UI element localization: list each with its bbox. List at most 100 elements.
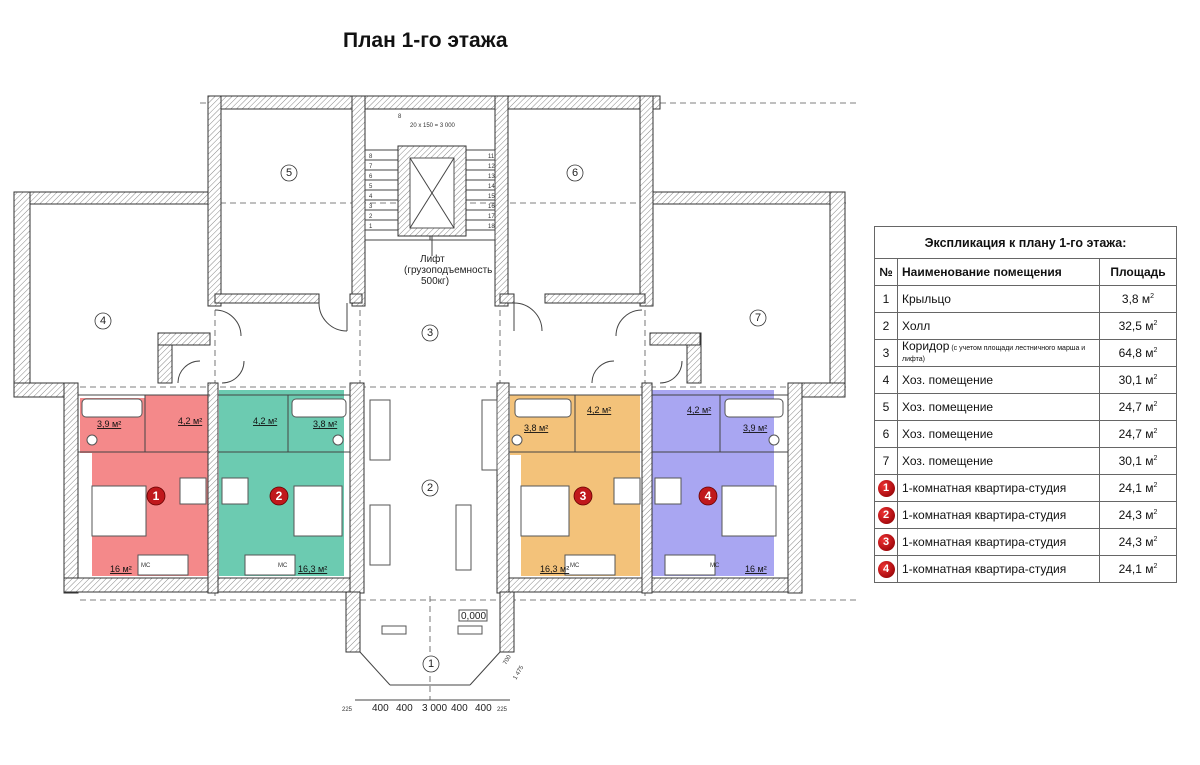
legend-row-area: 30,1 м2: [1099, 447, 1177, 475]
legend-row-number: 1: [874, 285, 898, 313]
lift-label-3: 500кг): [421, 276, 449, 287]
area-f4-wc: 3,9 м²: [743, 423, 767, 433]
stair-step-number: 13: [488, 174, 495, 180]
legend-row-area: 32,5 м2: [1099, 312, 1177, 340]
explication-table: Экспликация к плану 1-го этажа: № Наимен…: [874, 226, 1177, 583]
legend-header-no: №: [874, 258, 898, 286]
legend-row-note: (с учетом площади лестничного марша и ли…: [902, 345, 1086, 363]
flat-markers: 1 2 3 4: [146, 486, 718, 506]
legend-row-number: 2: [874, 312, 898, 340]
legend-row-name: Холл: [897, 312, 1100, 340]
room-marker-4: 4: [94, 312, 112, 330]
dim-edge-right: 225: [497, 707, 508, 713]
legend-row-number: 7: [874, 447, 898, 475]
stove-label-4: МС: [710, 563, 720, 569]
area-f1-wc: 3,9 м²: [97, 419, 121, 429]
legend-row-area: 24,7 м2: [1099, 420, 1177, 448]
legend-row-area: 24,3 м2: [1099, 501, 1177, 529]
area-labels: 3,9 м² 4,2 м² 16 м² 4,2 м² 3,8 м² 16,3 м…: [97, 405, 767, 574]
stair-treads: [365, 159, 495, 231]
legend-row-name: Крыльцо: [897, 285, 1100, 313]
legend-row-number: 4: [874, 366, 898, 394]
legend-row-number: 6: [874, 420, 898, 448]
room-marker-1: 1: [422, 655, 440, 673]
stair-step-number: 15: [488, 194, 495, 200]
flat-marker-icon: 2: [877, 506, 895, 524]
stair-step-number: 5: [369, 184, 373, 190]
stair-step-number: 3: [369, 204, 373, 210]
legend-row-name: 1-комнатная квартира-студия: [897, 474, 1100, 502]
stair-step-number: 12: [488, 164, 495, 170]
legend-row-number: 1: [874, 474, 898, 502]
legend-caption: Экспликация к плану 1-го этажа:: [874, 226, 1177, 259]
svg-text:2: 2: [427, 482, 433, 494]
legend-row-name: Хоз. помещение: [897, 420, 1100, 448]
room-marker-3: 3: [421, 324, 439, 342]
stair-note: 20 x 150 = 3 000: [410, 123, 456, 129]
stair-step-number: 6: [369, 174, 373, 180]
stair-step-number: 11: [488, 154, 495, 160]
legend-row-name: 1-комнатная квартира-студия: [897, 501, 1100, 529]
area-f3-wc: 3,8 м²: [524, 423, 548, 433]
flat-marker-1: 1: [146, 486, 166, 506]
svg-text:3: 3: [427, 327, 433, 339]
flat-marker-4: 4: [698, 486, 718, 506]
legend-header-name: Наименование помещения: [897, 258, 1100, 286]
walls: [13, 95, 846, 653]
legend-row-area: 24,7 м2: [1099, 393, 1177, 421]
legend-row-area: 24,3 м2: [1099, 528, 1177, 556]
stair-step-number: 8: [369, 154, 373, 160]
flat-marker-icon: 3: [877, 533, 895, 551]
legend-row-name: 1-комнатная квартира-студия: [897, 528, 1100, 556]
lift-shaft: [397, 145, 467, 256]
dim-1: 400: [372, 703, 389, 714]
stair-step-number: 17: [488, 214, 495, 220]
stair-step-number: 4: [369, 194, 373, 200]
svg-text:6: 6: [572, 167, 578, 179]
room-marker-5: 5: [280, 164, 298, 182]
svg-text:5: 5: [286, 167, 292, 179]
svg-text:4: 4: [705, 489, 712, 503]
stove-label-3: МС: [570, 563, 580, 569]
legend-row-area: 30,1 м2: [1099, 366, 1177, 394]
area-f1-main: 16 м²: [110, 564, 132, 574]
dim-2: 400: [396, 703, 413, 714]
stove-labels: МС МС МС МС: [141, 563, 720, 569]
room-marker-7: 7: [749, 309, 767, 327]
area-f2-bath: 4,2 м²: [253, 416, 277, 426]
flat-marker-icon: 1: [877, 479, 895, 497]
area-f3-main: 16,3 м²: [540, 564, 569, 574]
legend-row-name: Хоз. помещение: [897, 447, 1100, 475]
legend-row-area: 3,8 м2: [1099, 285, 1177, 313]
stair-step-number: 2: [369, 214, 373, 220]
area-f4-bath: 4,2 м²: [687, 405, 711, 415]
svg-text:1: 1: [428, 658, 434, 670]
dim-5: 400: [475, 703, 492, 714]
page-title: План 1-го этажа: [343, 29, 508, 52]
legend-row-area: 24,1 м2: [1099, 555, 1177, 583]
lift-label-2: (грузоподъемность: [404, 265, 492, 276]
legend-row-name: Хоз. помещение: [897, 366, 1100, 394]
fixtures: [81, 398, 784, 446]
svg-text:1: 1: [153, 489, 160, 503]
dim-side-1: 700: [503, 654, 514, 666]
area-f2-main: 16,3 м²: [298, 564, 327, 574]
legend-row-number: 3: [874, 528, 898, 556]
flat-marker-icon: 4: [877, 560, 895, 578]
area-f2-wc: 3,8 м²: [313, 419, 337, 429]
area-f3-bath: 4,2 м²: [587, 405, 611, 415]
svg-text:2: 2: [276, 489, 283, 503]
legend-header-area: Площадь: [1099, 258, 1177, 286]
stair-step-number: 16: [488, 204, 495, 210]
stove-label-2: МС: [278, 563, 288, 569]
area-f4-main: 16 м²: [745, 564, 767, 574]
doors: [177, 302, 683, 384]
stove-label-1: МС: [141, 563, 151, 569]
stair-top-number: 8: [398, 114, 402, 120]
dim-4: 400: [451, 703, 468, 714]
